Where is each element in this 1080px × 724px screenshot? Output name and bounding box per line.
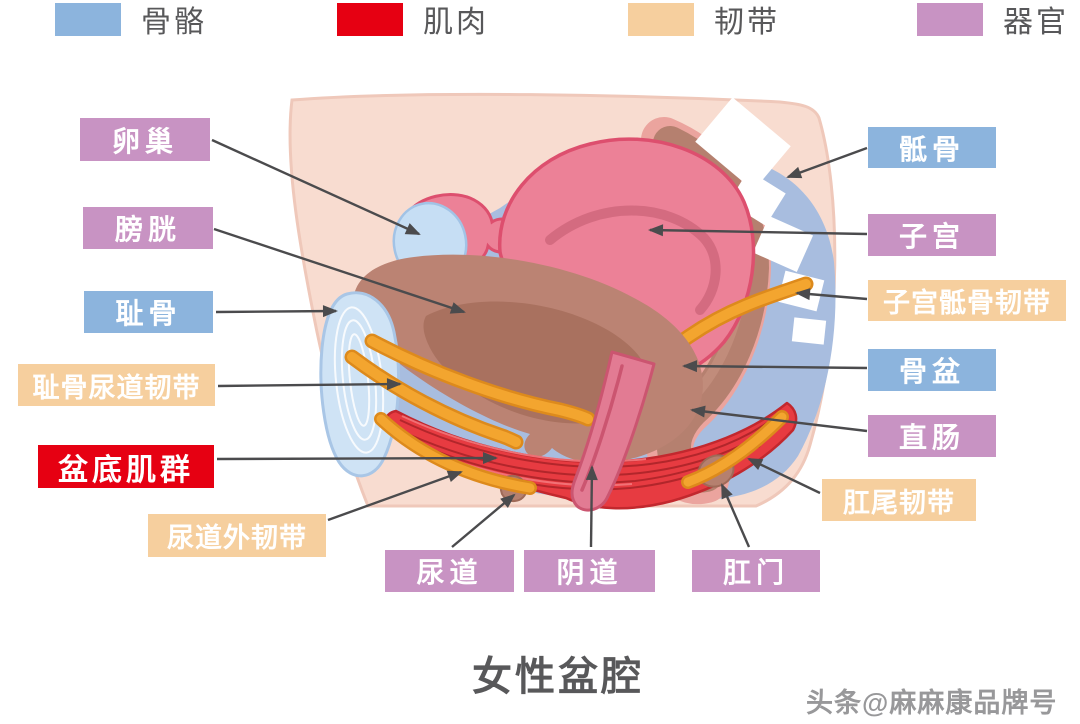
arrow-uterosacral-ligament xyxy=(795,288,868,301)
label-rectum: 直肠 xyxy=(868,415,996,457)
arrow-anus xyxy=(720,483,751,548)
label-pubourethral-ligament: 耻骨尿道韧带 xyxy=(18,364,215,406)
arrow-pelvic-floor xyxy=(216,452,498,465)
label-uterosacral-ligament: 子宫骶骨韧带 xyxy=(868,280,1066,321)
label-pubic-bone: 耻骨 xyxy=(84,291,213,333)
arrow-external-urethral-ligament xyxy=(327,470,463,522)
arrow-rectum xyxy=(690,405,868,433)
label-ovary: 卵巢 xyxy=(80,118,210,161)
pubourethral-ligament-shape xyxy=(344,333,596,450)
legend-label-organ: 器官 xyxy=(1003,6,1069,39)
legend-label-muscle: 肌肉 xyxy=(423,6,489,39)
ligament-color-swatch xyxy=(628,2,694,36)
label-sacrum: 骶骨 xyxy=(868,127,996,168)
label-urethra: 尿道 xyxy=(385,550,514,592)
legend-item-bone: 骨骼 xyxy=(55,0,207,39)
label-anococcygeal-ligament: 肛尾韧带 xyxy=(822,479,976,521)
arrow-pubourethral-ligament xyxy=(217,378,402,391)
label-pelvic-floor-muscles: 盆底肌群 xyxy=(38,445,214,488)
arrow-ovary xyxy=(211,138,421,236)
arrow-sacrum xyxy=(786,146,868,179)
arrow-urethra xyxy=(451,493,516,548)
organ-color-swatch xyxy=(917,2,983,36)
page-title: 女性盆腔 xyxy=(472,655,644,699)
external-urethral-ligament-shape xyxy=(374,412,537,495)
label-vagina: 阴道 xyxy=(524,550,655,592)
arrow-pelvis xyxy=(682,360,868,373)
watermark: 头条@麻麻康品牌号 xyxy=(806,688,1058,718)
arrow-anococcygeal-ligament xyxy=(747,457,821,495)
legend-item-ligament: 韧带 xyxy=(628,0,780,39)
label-bladder: 膀胱 xyxy=(83,207,213,249)
arrow-vagina xyxy=(585,465,598,548)
sacrum-vertebrae xyxy=(695,97,827,345)
legend-item-muscle: 肌肉 xyxy=(337,0,489,39)
legend-label-bone: 骨骼 xyxy=(141,6,207,39)
legend-label-ligament: 韧带 xyxy=(714,6,780,39)
label-uterus: 子宫 xyxy=(868,214,996,256)
label-pelvis: 骨盆 xyxy=(868,349,996,391)
leader-arrows xyxy=(211,138,868,548)
label-anus: 肛门 xyxy=(692,550,820,592)
arrow-uterus xyxy=(648,224,868,237)
anococcygeal-ligament-shape xyxy=(681,410,789,489)
legend-item-organ: 器官 xyxy=(917,0,1069,39)
arrow-pubic-bone xyxy=(215,305,338,318)
bone-color-swatch xyxy=(55,2,121,36)
muscle-color-swatch xyxy=(337,2,403,36)
arrow-bladder xyxy=(213,227,466,314)
label-external-urethral-ligament: 尿道外韧带 xyxy=(148,514,326,557)
